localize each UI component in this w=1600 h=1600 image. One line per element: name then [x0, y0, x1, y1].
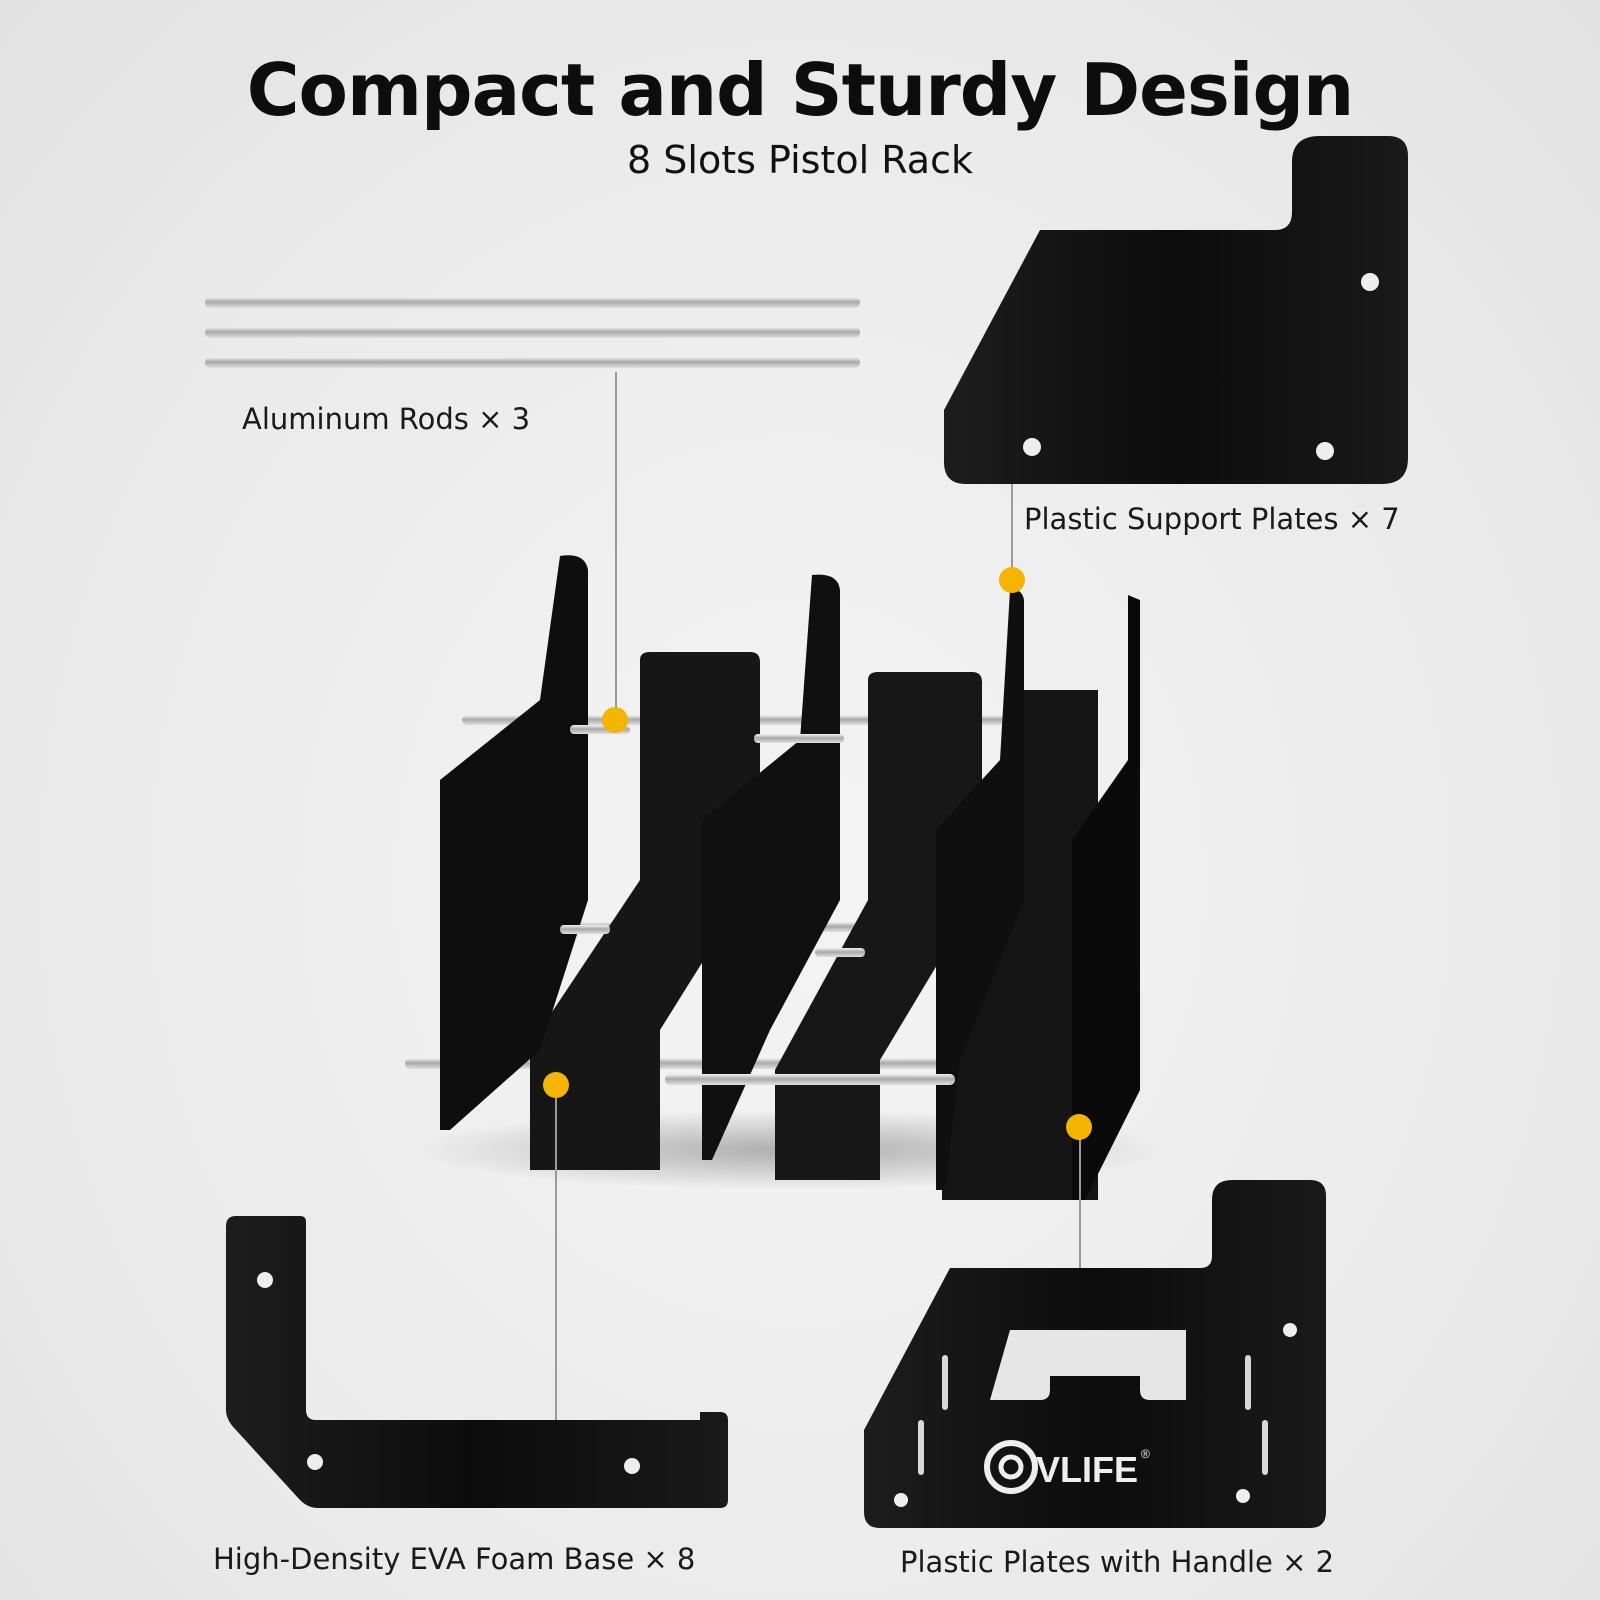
mount-hole — [257, 1272, 273, 1288]
label-handle-plates: Plastic Plates with Handle × 2 — [900, 1545, 1335, 1579]
assembled-rack-illustration — [405, 555, 1170, 1200]
callout-marker-foam-base — [543, 1072, 569, 1098]
foam-base-illustration — [226, 1216, 728, 1508]
logo-ring-icon — [984, 1440, 1038, 1494]
mount-hole — [624, 1458, 640, 1474]
mount-hole — [1316, 442, 1334, 460]
label-support-plates: Plastic Support Plates × 7 — [1024, 502, 1400, 536]
brand-logo-text: VLIFE — [1036, 1449, 1138, 1490]
registered-mark: ® — [1141, 1447, 1150, 1461]
callout-marker-support-plates — [999, 567, 1025, 593]
mount-hole — [1283, 1323, 1297, 1337]
brand-logo: VLIFE ® — [984, 1440, 1150, 1494]
support-plate-illustration — [944, 136, 1408, 484]
callouts — [543, 372, 1092, 1420]
callout-marker-rods — [602, 707, 628, 733]
aluminum-rod — [205, 297, 860, 308]
aluminum-rods — [205, 297, 860, 368]
label-foam-base: High-Density EVA Foam Base × 8 — [213, 1542, 696, 1576]
page-title: Compact and Sturdy Design — [246, 48, 1355, 132]
mount-hole — [1361, 273, 1379, 291]
mount-hole — [307, 1454, 323, 1470]
label-aluminum-rods: Aluminum Rods × 3 — [242, 402, 531, 436]
page-subtitle: 8 Slots Pistol Rack — [627, 138, 973, 182]
aluminum-rod — [205, 357, 860, 368]
callout-marker-handle-plates — [1066, 1114, 1092, 1140]
mount-hole — [894, 1493, 908, 1507]
mount-hole — [1236, 1489, 1250, 1503]
aluminum-rod — [205, 327, 860, 338]
handle-plate-illustration: VLIFE ® — [864, 1180, 1326, 1528]
mount-hole — [1023, 438, 1041, 456]
